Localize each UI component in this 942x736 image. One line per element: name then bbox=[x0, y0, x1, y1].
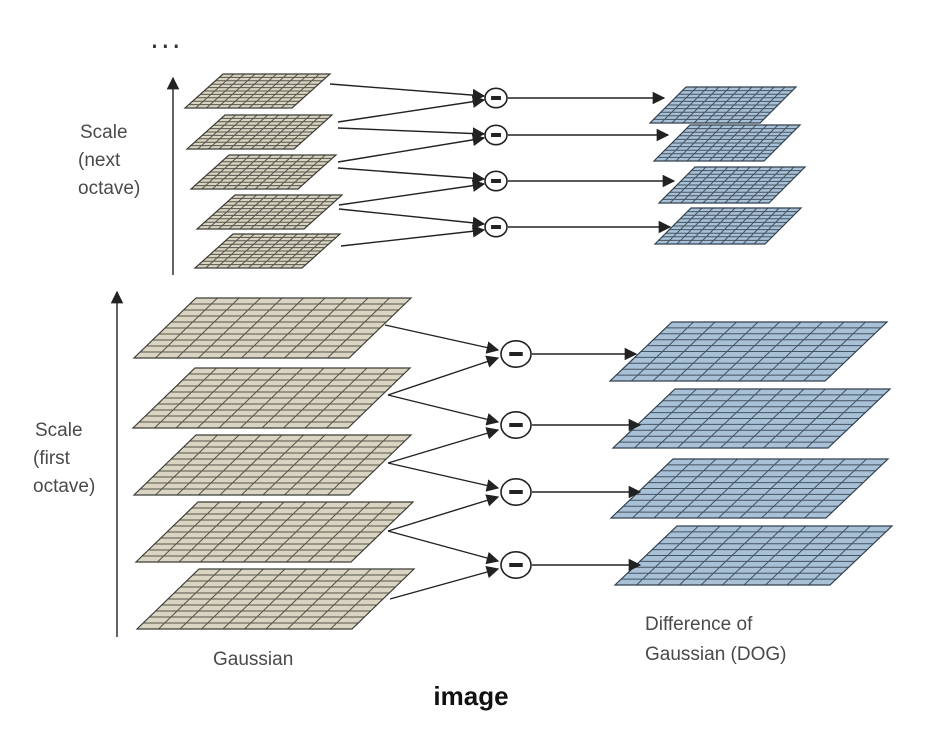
arrow-next-g4-m3 bbox=[338, 179, 486, 206]
dog-layer-first-2-grid bbox=[619, 388, 884, 449]
dog-layer-next-2-grid bbox=[657, 124, 797, 162]
gaussian-layer-first-5-grid bbox=[143, 568, 408, 630]
gaussian-label: Gaussian bbox=[213, 649, 294, 670]
gaussian-layer-first-2-grid bbox=[139, 367, 404, 429]
scale-next-label-line2: (next bbox=[78, 150, 121, 171]
subtract-node-next-3-minus-bar bbox=[491, 179, 501, 183]
arrow-first-g3-m2 bbox=[387, 427, 500, 464]
dog-layer-first-1-grid bbox=[616, 321, 881, 382]
subtract-node-first-4-minus-bar bbox=[509, 563, 523, 567]
gaussian-layer-first-1-grid bbox=[140, 297, 405, 359]
subtract-node-next-4-minus-bar bbox=[491, 225, 501, 229]
arrow-next-g3-m3 bbox=[337, 167, 486, 185]
subtract-node-next-1-minus-bar bbox=[491, 96, 501, 100]
scale-first-label-line2: (first bbox=[33, 448, 70, 469]
gaussian-layer-first-3-grid bbox=[140, 434, 405, 496]
dog-layer-first-3-grid bbox=[617, 458, 882, 519]
dog-label-line2: Gaussian (DOG) bbox=[645, 644, 787, 665]
dog-layer-next-4-grid bbox=[658, 207, 798, 245]
gaussian-layer-next-5-grid bbox=[198, 233, 337, 269]
dog-label-line1: Difference of bbox=[645, 614, 753, 635]
gaussian-layer-next-1-grid bbox=[188, 73, 327, 109]
arrow-next-g4-m4 bbox=[338, 208, 486, 230]
gaussian-layer-next-4-grid bbox=[200, 194, 339, 230]
gaussian-layer-next-2-grid bbox=[190, 114, 329, 150]
arrow-first-g2-m2 bbox=[387, 394, 500, 426]
subtract-node-next-2-minus-bar bbox=[491, 133, 501, 137]
subtract-node-first-1-minus-bar bbox=[509, 352, 523, 356]
image-caption: image bbox=[433, 681, 509, 711]
arrow-first-g1-m1 bbox=[384, 324, 500, 354]
scale-first-label-line1: Scale bbox=[35, 420, 83, 441]
subtract-node-first-2-minus-bar bbox=[509, 423, 523, 427]
arrow-next-g2-m1 bbox=[337, 95, 486, 123]
dog-layer-next-1-grid bbox=[653, 86, 793, 124]
arrow-first-g2-m1 bbox=[387, 355, 500, 396]
arrow-first-g4-m3 bbox=[387, 494, 500, 532]
arrow-first-g3-m3 bbox=[387, 462, 500, 492]
arrow-first-g5-m4 bbox=[389, 565, 500, 600]
scale-next-label-line3: octave) bbox=[78, 178, 141, 199]
dog-layer-first-4-grid bbox=[621, 525, 886, 586]
ellipsis-more-octaves: ... bbox=[150, 22, 183, 55]
dog-layer-next-3-grid bbox=[662, 166, 802, 204]
scale-next-label-line1: Scale bbox=[80, 122, 128, 143]
arrow-next-g5-m4 bbox=[340, 225, 486, 247]
subtract-node-first-3-minus-bar bbox=[509, 490, 523, 494]
gaussian-layer-next-3-grid bbox=[194, 154, 333, 190]
arrow-first-g4-m4 bbox=[387, 530, 500, 565]
scale-first-label-line3: octave) bbox=[33, 476, 96, 497]
arrow-next-g2-m2 bbox=[337, 127, 486, 140]
arrow-next-g3-m2 bbox=[337, 133, 486, 163]
arrow-next-g1-m1 bbox=[329, 83, 486, 102]
gaussian-layer-first-4-grid bbox=[142, 501, 407, 563]
